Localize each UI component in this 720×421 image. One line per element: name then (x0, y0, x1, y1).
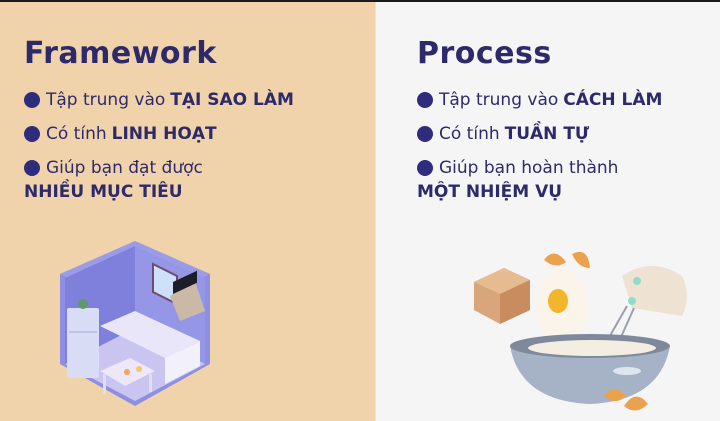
bullet-dot-icon (417, 160, 433, 176)
framework-bullet-1: Tập trung vào TẠI SAO LÀM (24, 88, 294, 112)
bullet-dot-icon (417, 126, 433, 142)
framework-bullet-2: Có tính LINH HOẠT (24, 122, 294, 146)
bullet-dot-icon (24, 126, 40, 142)
bullet-dot-icon (417, 92, 433, 108)
bullet-dot-icon (24, 160, 40, 176)
framework-bullet-3-emphasis: NHIỀU MỤC TIÊU (24, 182, 183, 202)
kitchen-illustration-icon (60, 241, 210, 406)
process-bullet-2: Có tính TUẦN TỰ (417, 122, 662, 146)
process-bullet-3-emphasis: MỘT NHIỆM VỤ (417, 182, 563, 202)
framework-title: Framework (24, 36, 217, 71)
bullet-dot-icon (24, 92, 40, 108)
top-border (0, 0, 720, 2)
process-bullet-3: Giúp bạn hoàn thành (417, 156, 662, 180)
process-bullet-1: Tập trung vào CÁCH LÀM (417, 88, 662, 112)
framework-bullet-3: Giúp bạn đạt được (24, 156, 294, 180)
process-bullet-list: Tập trung vào CÁCH LÀM Có tính TUẦN TỰ G… (417, 88, 662, 208)
baking-illustration-icon (474, 251, 687, 411)
process-panel: Process Tập trung vào CÁCH LÀM Có tính T… (376, 0, 720, 421)
framework-panel: Framework Tập trung vào TẠI SAO LÀM Có t… (0, 0, 376, 421)
framework-bullet-list: Tập trung vào TẠI SAO LÀM Có tính LINH H… (24, 88, 294, 208)
process-title: Process (417, 36, 552, 71)
